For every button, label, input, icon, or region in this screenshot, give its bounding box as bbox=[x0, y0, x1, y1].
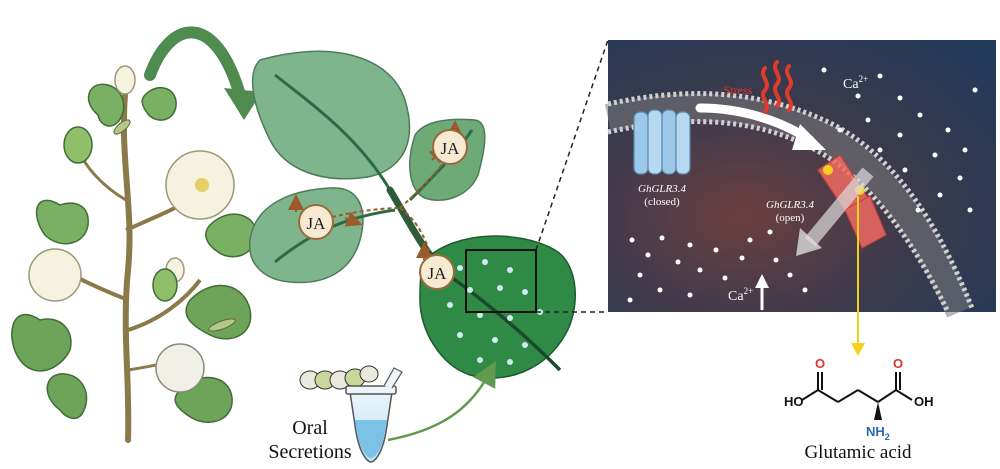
caterpillar-icon bbox=[113, 119, 131, 135]
leaf-dots bbox=[447, 259, 543, 365]
closed-channel-icon bbox=[633, 109, 691, 175]
oral-secretions-label-line1: Oral bbox=[292, 417, 328, 439]
stress-label: Stress bbox=[724, 83, 753, 97]
glutamic-acid-structure: HO OH O O NH2 Glutamic acid bbox=[784, 356, 934, 463]
caterpillar-icon bbox=[299, 365, 379, 390]
glutamic-acid-label: Glutamic acid bbox=[804, 442, 912, 463]
plant-leaf bbox=[87, 83, 125, 127]
ja-label: JA bbox=[441, 139, 461, 158]
green-boll bbox=[63, 126, 93, 164]
calcium-rise-arrow-head bbox=[755, 274, 769, 288]
stereo-wedge bbox=[874, 402, 882, 420]
ja-badge-left: JA bbox=[298, 204, 334, 240]
hydroxyl-right: OH bbox=[914, 394, 934, 409]
zoom-arrow bbox=[144, 26, 246, 101]
closed-channel-name: GhGLR3.4 bbox=[638, 183, 686, 195]
plant-leaf bbox=[185, 284, 252, 340]
plant-leaf bbox=[11, 313, 72, 372]
left-leaf-vein bbox=[274, 208, 396, 264]
open-channel-name: GhGLR3.4 bbox=[766, 199, 814, 211]
carbonyl-oxygen-left: O bbox=[815, 356, 825, 371]
plant-leaf bbox=[141, 86, 177, 121]
open-channel-state: (open) bbox=[776, 212, 805, 224]
calcium-label-bottom: Ca2+ bbox=[728, 286, 753, 304]
ja-label: JA bbox=[428, 264, 448, 283]
zoom-line-top bbox=[535, 39, 609, 251]
application-arrow bbox=[387, 360, 496, 442]
oral-secretions-label-line2: Secretions bbox=[268, 441, 352, 463]
stress-heat-icon bbox=[761, 60, 793, 114]
membrane-bilayer bbox=[605, 93, 973, 318]
glutamate-arrow-head bbox=[851, 343, 865, 356]
upper-leaf bbox=[251, 50, 411, 180]
ja-badge-bottom: JA bbox=[419, 254, 455, 290]
upper-leaf-vein bbox=[274, 73, 392, 191]
closed-channel-state: (closed) bbox=[644, 196, 680, 208]
plant-leaf bbox=[46, 373, 88, 420]
membrane-panel: Stress Ca2+ Ca2+ GhGLR3.4 (closed) GhGLR… bbox=[605, 40, 996, 318]
cotton-flower-center bbox=[195, 178, 209, 192]
green-boll bbox=[152, 268, 178, 302]
caterpillar-icon bbox=[208, 318, 236, 332]
ja-arrow-icon bbox=[344, 211, 363, 227]
ja-label: JA bbox=[307, 214, 327, 233]
calcium-influx-arrow bbox=[804, 167, 874, 247]
stress-arrow-head bbox=[792, 124, 826, 150]
carbonyl-oxygen-right: O bbox=[893, 356, 903, 371]
cotton-bud bbox=[114, 65, 136, 95]
calcium-ions bbox=[627, 67, 978, 303]
amine-group: NH2 bbox=[866, 424, 890, 442]
membrane-outer-heads bbox=[607, 91, 975, 309]
plant-branch bbox=[127, 278, 202, 332]
ja-badge-top: JA bbox=[432, 129, 468, 165]
hydroxyl-left: HO bbox=[784, 394, 804, 409]
leaf-branch: JA JA JA bbox=[249, 50, 576, 379]
plant-main-stem bbox=[120, 92, 133, 443]
calcium-influx-arrow-head bbox=[796, 228, 822, 256]
plant-leaf bbox=[35, 199, 89, 245]
calcium-label-top: Ca2+ bbox=[843, 74, 868, 92]
oral-secretion-source: Oral Secretions bbox=[268, 360, 496, 463]
cotton-plant bbox=[11, 65, 257, 443]
cotton-flower bbox=[28, 248, 82, 302]
cotton-boll bbox=[155, 343, 205, 393]
sample-tube-icon bbox=[345, 367, 403, 463]
zoom-arrow-head bbox=[224, 88, 262, 120]
zoom-box bbox=[465, 249, 537, 313]
plant-leaf bbox=[205, 213, 257, 258]
